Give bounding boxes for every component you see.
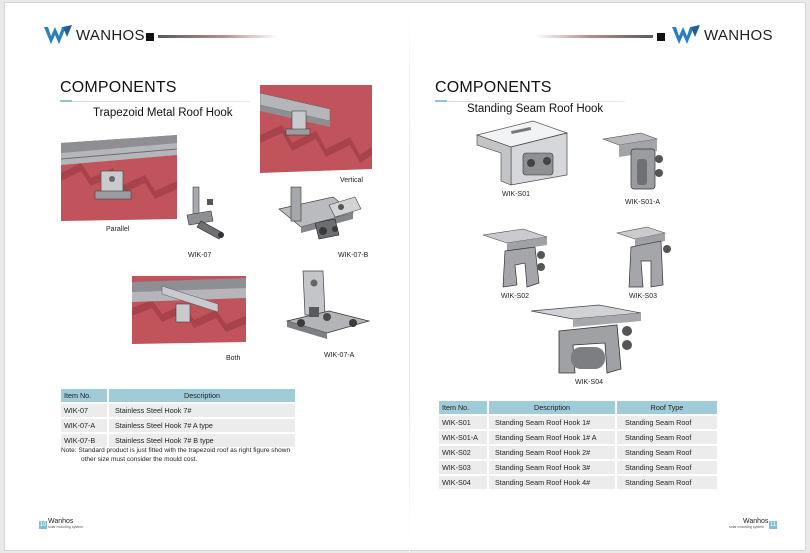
note-line-1: Note: Standard product is just fitted wi…: [61, 447, 291, 454]
cell-roof-type: Standing Seam Roof: [617, 446, 717, 459]
table-row: WIK-07-B Stainless Steel Hook 7# B type: [61, 434, 295, 447]
footer-brand-left: Wanhos: [48, 518, 74, 525]
page-number-left: 10: [39, 521, 47, 529]
cell-description: Stainless Steel Hook 7# B type: [109, 434, 295, 447]
cell-item: WIK-S02: [439, 446, 487, 459]
header-square-right: [657, 33, 665, 41]
cell-roof-type: Standing Seam Roof: [617, 416, 717, 429]
wik-s02-hook-image: [482, 228, 548, 288]
left-spec-table: Item No. Description WIK-07 Stainless St…: [59, 387, 297, 449]
col-header-item: Item No.: [61, 389, 107, 402]
cell-item: WIK-S01: [439, 416, 487, 429]
table-row: WIK-S02 Standing Seam Roof Hook 2# Stand…: [439, 446, 717, 459]
page-subtitle: Trapezoid Metal Roof Hook: [93, 107, 233, 119]
table-header-row: Item No. Description Roof Type: [439, 401, 717, 414]
caption-wik-s04: WIK-S04: [575, 379, 604, 386]
cell-item: WIK-07-B: [61, 434, 107, 447]
title-underline-accent: [60, 100, 72, 102]
header-bar: [158, 35, 278, 38]
table-row: WIK-07-A Stainless Steel Hook 7# A type: [61, 419, 295, 432]
right-header-logo: WANHOS: [671, 23, 773, 47]
cell-item: WIK-S04: [439, 476, 487, 489]
caption-wik-s02: WIK-S02: [501, 293, 530, 300]
footer-sub-left: solar mounting system: [48, 525, 84, 529]
title-underline-accent-right: [435, 100, 447, 102]
title-underline: [60, 101, 250, 102]
wik07a-hook-image: [285, 270, 371, 339]
brand-name: WANHOS: [704, 26, 773, 44]
note-line-2: other size must consider the mould cost.: [81, 456, 198, 463]
col-header-item: Item No.: [439, 401, 487, 414]
caption-parallel: Parallel: [106, 226, 130, 233]
cell-description: Standing Seam Roof Hook 1#: [489, 416, 615, 429]
header-bar-right: [535, 35, 653, 38]
cell-description: Standing Seam Roof Hook 2#: [489, 446, 615, 459]
caption-wik07a: WIK-07-A: [324, 352, 355, 359]
vertical-roof-image: [260, 85, 372, 173]
wanhos-logo-icon: [44, 25, 72, 44]
wik07b-hook-image: [278, 186, 362, 240]
title-underline-right: [435, 101, 625, 102]
cell-description: Stainless Steel Hook 7#: [109, 404, 295, 417]
caption-both: Both: [226, 355, 241, 362]
cell-description: Standing Seam Roof Hook 4#: [489, 476, 615, 489]
table-row: WIK-S01 Standing Seam Roof Hook 1# Stand…: [439, 416, 717, 429]
brand-name: WANHOS: [76, 26, 145, 44]
page-title: COMPONENTS: [60, 79, 177, 96]
cell-item: WIK-S01-A: [439, 431, 487, 444]
cell-roof-type: Standing Seam Roof: [617, 461, 717, 474]
cell-item: WIK-07: [61, 404, 107, 417]
table-row: WIK-S03 Standing Seam Roof Hook 3# Stand…: [439, 461, 717, 474]
col-header-description: Description: [489, 401, 615, 414]
page-subtitle-right: Standing Seam Roof Hook: [467, 103, 604, 115]
caption-wik-s01: WIK-S01: [502, 191, 531, 198]
catalog-spread: WANHOS COMPONENTS Trapezoid Metal Roof H…: [4, 2, 806, 552]
wik-s01-hook-image: [475, 120, 569, 186]
page-title-right: COMPONENTS: [435, 79, 552, 96]
right-spec-table: Item No. Description Roof Type WIK-S01 S…: [437, 399, 719, 491]
col-header-roof-type: Roof Type: [617, 401, 717, 414]
parallel-roof-image: [61, 135, 177, 221]
cell-description: Standing Seam Roof Hook 3#: [489, 461, 615, 474]
footer-brand-right: Wanhos: [743, 518, 769, 525]
cell-roof-type: Standing Seam Roof: [617, 476, 717, 489]
cell-description: Stainless Steel Hook 7# A type: [109, 419, 295, 432]
header-square: [146, 33, 154, 41]
page-gutter: [409, 3, 410, 552]
cell-item: WIK-S03: [439, 461, 487, 474]
page-number-right: 11: [769, 521, 777, 529]
cell-description: Standing Seam Roof Hook 1# A: [489, 431, 615, 444]
wik-s04-hook-image: [530, 304, 642, 374]
table-header-row: Item No. Description: [61, 389, 295, 402]
wanhos-logo-icon: [672, 25, 700, 44]
cell-roof-type: Standing Seam Roof: [617, 431, 717, 444]
footer-sub-right: solar mounting system: [729, 525, 765, 529]
caption-vertical: Vertical: [340, 177, 363, 184]
table-row: WIK-S04 Standing Seam Roof Hook 4# Stand…: [439, 476, 717, 489]
wik-s01a-hook-image: [601, 132, 663, 190]
wik07-hook-image: [186, 186, 224, 240]
table-row: WIK-S01-A Standing Seam Roof Hook 1# A S…: [439, 431, 717, 444]
cell-item: WIK-07-A: [61, 419, 107, 432]
wik-s03-hook-image: [615, 226, 671, 288]
both-roof-image: [132, 276, 246, 344]
table-row: WIK-07 Stainless Steel Hook 7#: [61, 404, 295, 417]
caption-wik07: WIK-07: [188, 252, 212, 259]
caption-wik-s03: WIK-S03: [629, 293, 658, 300]
left-header-logo: WANHOS: [43, 23, 145, 47]
caption-wik07b: WIK-07-B: [338, 252, 369, 259]
caption-wik-s01a: WIK-S01-A: [625, 199, 661, 206]
col-header-description: Description: [109, 389, 295, 402]
